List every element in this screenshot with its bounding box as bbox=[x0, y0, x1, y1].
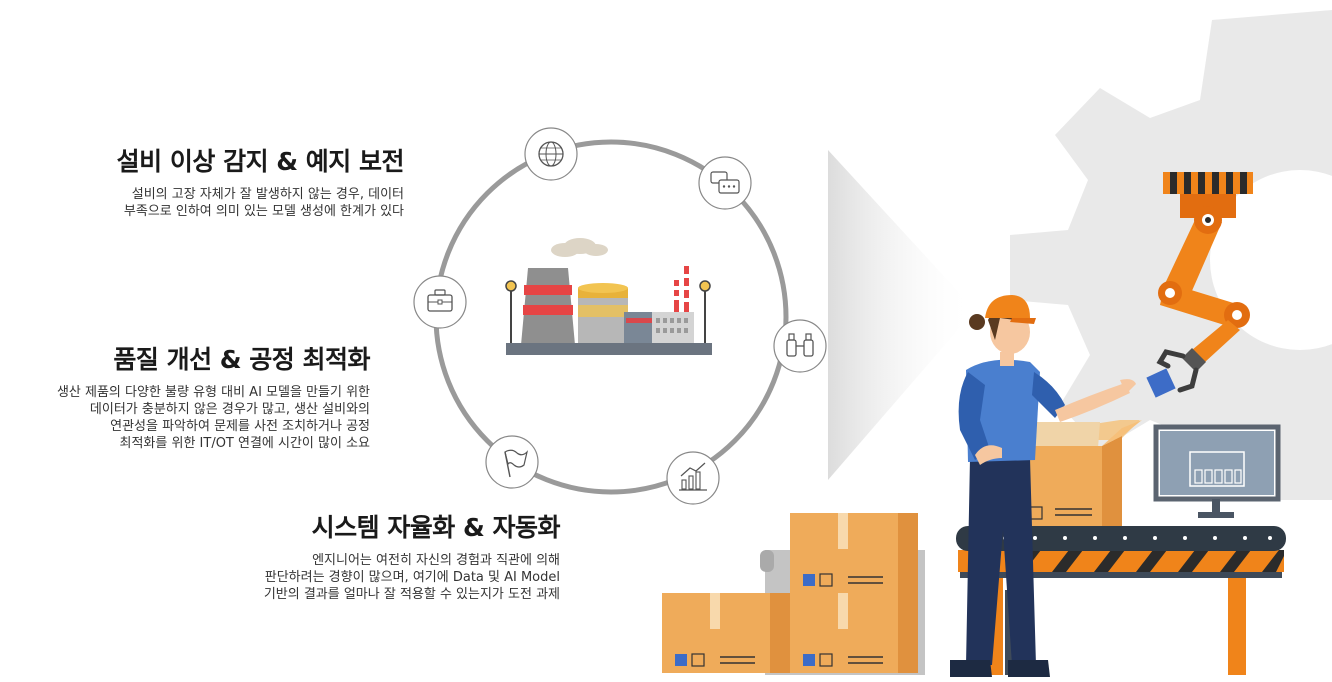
description-line: 생산 제품의 다양한 불량 유형 대비 AI 모델을 만들기 위한 bbox=[56, 385, 370, 400]
feature-title: 품질 개선 & 공정 최적화 bbox=[113, 345, 370, 374]
description-line: 데이터가 충분하지 않은 경우가 많고, 생산 설비와의 bbox=[89, 402, 370, 417]
light-beam bbox=[828, 150, 975, 480]
flag-icon bbox=[485, 435, 539, 489]
feature-description: 생산 제품의 다양한 불량 유형 대비 AI 모델을 만들기 위한 데이터가 충… bbox=[57, 384, 370, 452]
chart-icon bbox=[666, 451, 720, 505]
gear-background bbox=[1010, 10, 1332, 500]
description-line: 연관성을 파악하여 문제를 사전 조치하거나 공정 bbox=[110, 419, 370, 434]
feature-description: 설비의 고장 자체가 잘 발생하지 않는 경우, 데이터 부족으로 인하여 의미… bbox=[117, 186, 404, 220]
description-line: 엔지니어는 여전히 자신의 경험과 직관에 의해 bbox=[312, 553, 560, 568]
description-line: 판단하려는 경향이 많으며, 여기에 Data 및 AI Model bbox=[264, 570, 560, 585]
robot-arm bbox=[1146, 172, 1253, 398]
feature-anomaly-detection: 설비 이상 감지 & 예지 보전 설비의 고장 자체가 잘 발생하지 않는 경우… bbox=[116, 142, 405, 220]
feature-title: 설비 이상 감지 & 예지 보전 bbox=[116, 147, 405, 176]
description-line: 기반의 결과를 얼마나 잘 적용할 수 있는지가 도전 과제 bbox=[263, 587, 560, 602]
chat-icon bbox=[698, 156, 752, 210]
briefcase-icon bbox=[413, 275, 467, 329]
worker bbox=[950, 295, 1136, 677]
description-line: 최적화를 위한 IT/OT 연결에 시간이 많이 소요 bbox=[119, 436, 370, 451]
description-line: 부족으로 인하여 의미 있는 모델 생성에 한계가 있다 bbox=[123, 204, 404, 219]
platform bbox=[760, 550, 774, 572]
factory-illustration bbox=[505, 238, 712, 355]
feature-system-automation: 시스템 자율화 & 자동화 엔지니어는 여전히 자신의 경험과 직관에 의해 판… bbox=[264, 508, 561, 603]
box-stack bbox=[662, 513, 918, 673]
feature-description: 엔지니어는 여전히 자신의 경험과 직관에 의해 판단하려는 경향이 많으며, … bbox=[264, 552, 560, 603]
description-line: 설비의 고장 자체가 잘 발생하지 않는 경우, 데이터 bbox=[131, 187, 404, 202]
binoculars-icon bbox=[773, 319, 827, 373]
feature-title: 시스템 자율화 & 자동화 bbox=[311, 513, 561, 542]
globe-icon bbox=[524, 127, 578, 181]
feature-quality-optimization: 품질 개선 & 공정 최적화 생산 제품의 다양한 불량 유형 대비 AI 모델… bbox=[57, 340, 371, 452]
monitor bbox=[1153, 424, 1281, 518]
